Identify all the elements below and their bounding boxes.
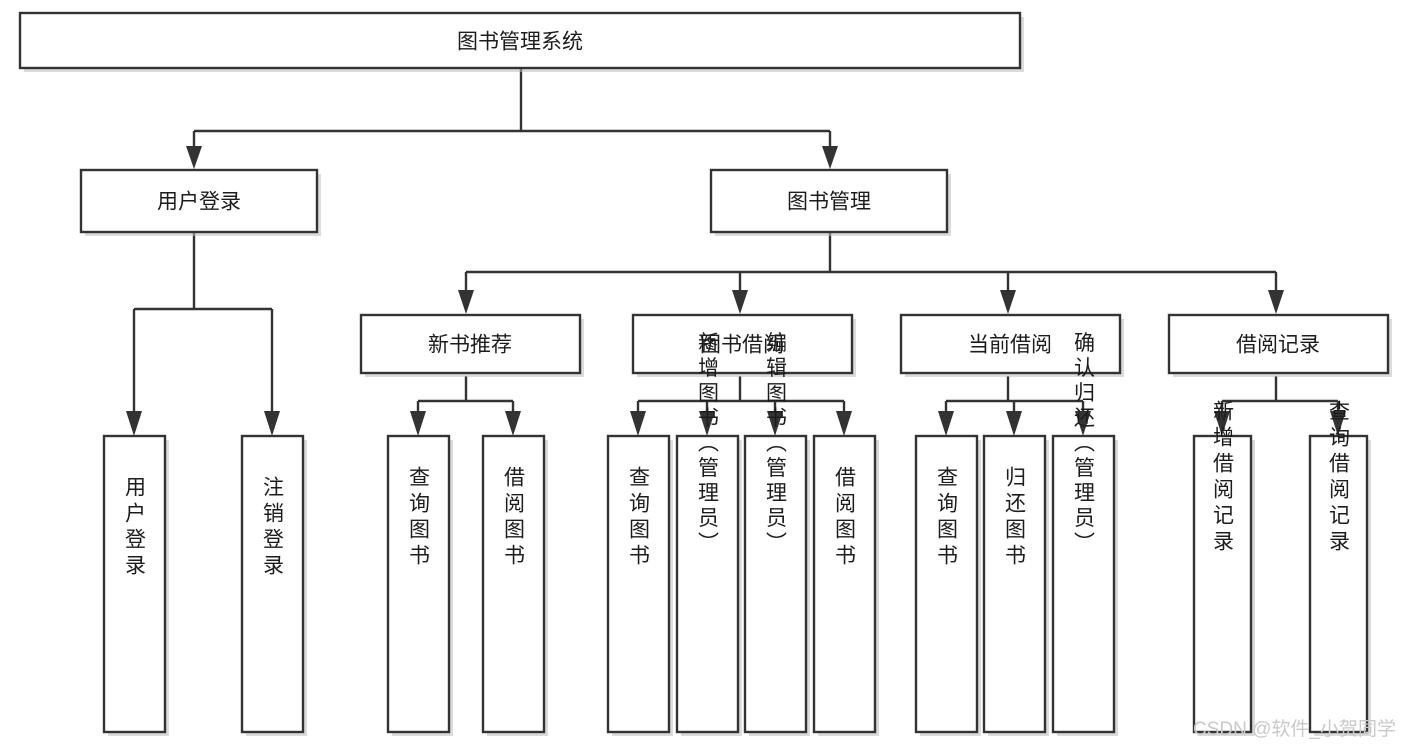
watermark-text: CSDN @软件_小贺同学: [1193, 718, 1396, 740]
node-user-login-label: 用户登录: [157, 191, 241, 214]
node-new-book-recommend[interactable]: 新书推荐: [359, 313, 584, 377]
leaf-new-book-recommend-0[interactable]: 查询图书: [386, 434, 453, 736]
leaf-book-borrow-1-label: 新增图书（管理员）: [696, 332, 720, 557]
arrow-bookborrow-to-leaf1: [630, 411, 646, 436]
arrow-root-to-bookmgmt: [822, 146, 838, 169]
leaf-borrow-record-0-label: 新增借阅记录: [1211, 400, 1235, 556]
leaf-book-borrow-2[interactable]: 编辑图书（管理员）: [743, 332, 810, 737]
leaf-book-borrow-0-label: 查询图书: [627, 466, 651, 570]
leaf-user-login-0-label: 用户登录: [123, 476, 147, 580]
arrow-bookmgmt-to-n2: [732, 290, 748, 314]
node-current-borrow-label: 当前借阅: [968, 334, 1052, 357]
edge-group-bookmgmt-to-level3: [458, 233, 1284, 314]
node-current-borrow[interactable]: 当前借阅: [899, 313, 1124, 377]
node-borrow-record[interactable]: 借阅记录: [1167, 313, 1392, 377]
arrow-userlogin-to-leaf1: [126, 411, 142, 436]
node-book-borrow[interactable]: 图书借阅: [631, 313, 856, 377]
leaf-current-borrow-0-label: 查询图书: [935, 466, 959, 570]
node-borrow-record-label: 借阅记录: [1236, 334, 1320, 357]
node-book-management[interactable]: 图书管理: [709, 168, 951, 236]
edge-group-root-to-level2: [186, 69, 838, 169]
arrow-newbook-to-leaf2: [505, 411, 521, 436]
leaf-user-login-1-label: 注销登录: [261, 476, 285, 580]
arrow-bookmgmt-to-n3: [1000, 290, 1016, 314]
leaf-borrow-record-0[interactable]: 新增借阅记录: [1192, 400, 1255, 736]
edge-group-bookborrow-to-leaves: [630, 376, 852, 436]
node-new-book-recommend-label: 新书推荐: [428, 334, 512, 357]
leaf-book-borrow-0[interactable]: 查询图书: [606, 434, 673, 736]
arrow-currentborrow-to-leaf2: [1006, 411, 1022, 436]
leaf-current-borrow-2[interactable]: 确认归还（管理员）: [1051, 332, 1118, 737]
leaf-current-borrow-1-label: 归还图书: [1003, 466, 1027, 570]
arrow-bookborrow-to-leaf3: [767, 411, 783, 436]
node-user-login[interactable]: 用户登录: [79, 168, 321, 236]
arrow-root-to-userlogin: [186, 146, 202, 169]
leaf-user-login-1[interactable]: 注销登录: [240, 434, 307, 736]
arrow-borrowrecord-to-leaf1: [1214, 411, 1230, 436]
node-root[interactable]: 图书管理系统: [18, 11, 1024, 72]
edge-group-borrowrecord-to-leaves: [1214, 376, 1346, 436]
leaf-new-book-recommend-0-label: 查询图书: [407, 466, 431, 570]
node-book-borrow-label: 图书借阅: [700, 334, 784, 357]
leaf-current-borrow-0[interactable]: 查询图书: [914, 434, 981, 736]
leaf-new-book-recommend-1[interactable]: 借阅图书: [481, 434, 548, 736]
arrow-currentborrow-to-leaf3: [1075, 411, 1091, 436]
arrow-userlogin-to-leaf2: [264, 411, 280, 436]
edge-group-userlogin-to-leaves: [126, 233, 280, 436]
arrow-currentborrow-to-leaf1: [938, 411, 954, 436]
arrow-bookborrow-to-leaf2: [699, 411, 715, 436]
leaf-current-borrow-1[interactable]: 归还图书: [982, 434, 1049, 736]
leaf-new-book-recommend-1-label: 借阅图书: [502, 466, 526, 570]
leaf-current-borrow-2-label: 确认归还（管理员）: [1072, 332, 1096, 557]
node-root-label: 图书管理系统: [457, 31, 583, 54]
edge-group-currentborrow-to-leaves: [938, 376, 1091, 436]
arrow-bookmgmt-to-n1: [458, 290, 474, 314]
arrow-bookborrow-to-leaf4: [836, 411, 852, 436]
leaf-book-borrow-3-label: 借阅图书: [833, 466, 857, 570]
leaf-user-login-0[interactable]: 用户登录: [102, 434, 169, 736]
edge-group-newbook-to-leaves: [410, 376, 521, 436]
leaf-book-borrow-3[interactable]: 借阅图书: [812, 434, 879, 736]
leaf-book-borrow-2-label: 编辑图书（管理员）: [764, 332, 788, 557]
arrow-newbook-to-leaf1: [410, 411, 426, 436]
leaf-borrow-record-1[interactable]: 查询借阅记录: [1308, 400, 1371, 736]
node-book-management-label: 图书管理: [787, 191, 871, 214]
arrow-bookmgmt-to-n4: [1268, 290, 1284, 314]
leaf-book-borrow-1[interactable]: 新增图书（管理员）: [675, 332, 742, 737]
arrow-borrowrecord-to-leaf2: [1330, 411, 1346, 436]
leaf-borrow-record-1-label: 查询借阅记录: [1327, 400, 1351, 556]
